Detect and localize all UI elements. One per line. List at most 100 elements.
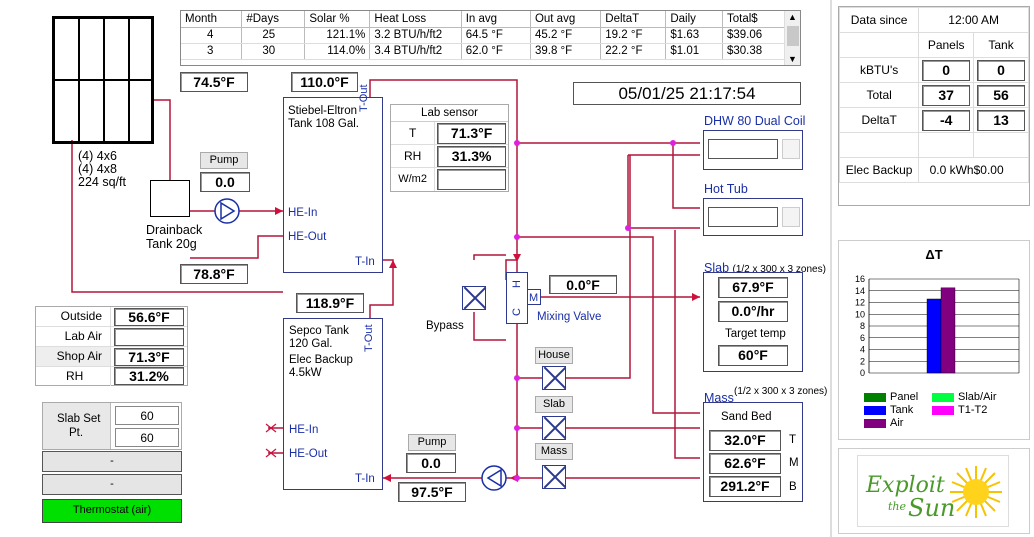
mass-b-label: B — [789, 481, 797, 493]
mixing-c: C — [510, 308, 523, 316]
scroll-up-icon[interactable]: ▲ — [788, 12, 797, 22]
kbtu-panels-cell: 0 — [918, 57, 975, 83]
slab-setpoint-input1[interactable] — [115, 406, 179, 425]
cell: $1.63 — [665, 27, 723, 44]
sensor-labair-value — [114, 328, 184, 346]
legend-item: Air — [864, 417, 903, 430]
tank2-he-in: HE-In — [289, 424, 319, 436]
status-bar-1: - — [42, 451, 182, 472]
data-since-label: Data since — [838, 7, 920, 33]
monthly-table: Month #Days Solar % Heat Loss In avg Out… — [180, 10, 801, 66]
lab-sensor-title: Lab sensor — [391, 105, 508, 122]
collector-temp: 74.5°F — [180, 72, 248, 92]
y-tick-label: 6 — [860, 333, 865, 343]
sun-icon — [950, 466, 1002, 518]
legend-panel: Panel — [890, 391, 919, 403]
slab-setpoint-label1: Slab Set — [57, 413, 101, 425]
drainback-line2: Tank 20g — [146, 237, 197, 251]
pump2-value: 0.0 — [406, 453, 456, 473]
sensor-labair-label: Lab Air — [36, 327, 111, 346]
mass-name: Sand Bed — [721, 411, 772, 423]
drainback-line1: Drainback — [146, 223, 203, 237]
tank1-top-temp: 110.0°F — [291, 72, 358, 92]
legend-item: Slab/Air — [932, 391, 997, 404]
tank1-tout: T-Out — [358, 84, 370, 112]
col-outavg: Out avg — [530, 11, 602, 28]
tank1-he-out: HE-Out — [288, 231, 327, 243]
sensor-rh-label: RH — [36, 367, 111, 386]
cell: 114.0% — [304, 43, 371, 60]
summary-empty — [838, 132, 920, 158]
tank1-name2: Tank 108 Gal. — [288, 118, 359, 130]
right-divider — [830, 0, 832, 537]
logo-line1: Exploit — [866, 473, 945, 498]
y-tick-label: 4 — [860, 345, 865, 355]
cell: 62.0 °F — [461, 43, 531, 60]
y-tick-label: 16 — [855, 274, 865, 284]
scroll-down-icon[interactable]: ▼ — [788, 54, 797, 64]
slab-setpoint-input2[interactable] — [115, 428, 179, 447]
cell: 3 — [181, 43, 243, 60]
table-row[interactable]: 4 25 121.1% 3.2 BTU/h/ft2 64.5 °F 45.2 °… — [181, 27, 786, 44]
summary-empty — [973, 132, 1029, 158]
pump2-label: Pump — [408, 434, 456, 451]
tank1-he-in: HE-In — [288, 207, 318, 219]
lab-rh-label: RH — [391, 145, 436, 167]
slab-title: Slab (1/2 x 300 x 3 zones) — [704, 261, 826, 277]
hottub-title: Hot Tub — [704, 182, 748, 196]
slab-valve-label: Slab — [535, 396, 573, 413]
y-tick-label: 8 — [860, 321, 865, 331]
tank2-elec2: 4.5kW — [289, 367, 322, 379]
legend-item: T1-T2 — [932, 404, 987, 417]
y-tick-label: 10 — [855, 309, 865, 319]
col-heatloss: Heat Loss — [369, 11, 462, 28]
cell: 22.2 °F — [600, 43, 667, 60]
col-days: #Days — [241, 11, 306, 28]
cell: 3.2 BTU/h/ft2 — [369, 27, 462, 44]
collector-line3: 224 sq/ft — [78, 175, 126, 189]
bypass-label: Bypass — [426, 320, 464, 332]
pump1-label: Pump — [200, 152, 248, 169]
mass-m-value: 62.6°F — [709, 453, 781, 474]
col-solar: Solar % — [304, 11, 371, 28]
house-valve-icon — [542, 366, 566, 390]
delta-panels-cell: -4 — [918, 107, 975, 133]
col-tank: Tank — [973, 32, 1029, 58]
lab-wm2-value — [437, 169, 506, 190]
total-tank: 56 — [977, 84, 1026, 106]
mass-t-value: 32.0°F — [709, 430, 781, 451]
legend-swatch-slabair — [932, 392, 954, 402]
total-panels-cell: 37 — [918, 82, 975, 108]
delta-panels: -4 — [922, 109, 971, 131]
cell: 64.5 °F — [461, 27, 531, 44]
sensor-outside-value: 56.6°F — [114, 308, 184, 326]
tank1-tin: T-In — [355, 256, 375, 268]
thermostat-button[interactable]: Thermostat (air) — [42, 499, 182, 523]
chart-legend: Panel Slab/Air Tank T1-T2 Air — [864, 391, 1024, 430]
logo-line2: the — [888, 500, 907, 513]
cell: 3.4 BTU/h/ft2 — [369, 43, 462, 60]
scrollbar-thumb[interactable] — [787, 26, 799, 46]
tank2-tout: T-Out — [363, 324, 375, 352]
elec-backup-label: Elec Backup — [838, 157, 920, 183]
mass-b-value: 291.2°F — [709, 476, 781, 497]
tank2-name1: Sepco Tank — [289, 325, 349, 337]
slab-setpoint-label2: Pt. — [69, 427, 84, 439]
legend-swatch-tank — [864, 405, 886, 415]
legend-air: Air — [890, 417, 904, 429]
elec-backup-cost: $0.00 — [973, 157, 1029, 183]
collector-line1: (4) 4x6 — [78, 149, 117, 163]
legend-swatch-air — [864, 418, 886, 428]
cell: 25 — [241, 27, 306, 44]
delta-tank: 13 — [977, 109, 1026, 131]
cell: 45.2 °F — [530, 27, 602, 44]
pump2-temp: 97.5°F — [398, 482, 466, 502]
sensor-rh-value: 31.2% — [114, 367, 184, 385]
sensor-shopair-label: Shop Air — [36, 347, 111, 366]
cell: $1.01 — [665, 43, 723, 60]
table-row[interactable]: 3 30 114.0% 3.4 BTU/h/ft2 62.0 °F 39.8 °… — [181, 43, 786, 60]
table-scrollbar[interactable]: ▲ ▼ — [784, 11, 800, 65]
mixing-label: Mixing Valve — [537, 311, 602, 323]
mass-subtitle: (1/2 x 300 x 3 zones) — [734, 386, 828, 397]
summary-empty — [918, 132, 975, 158]
